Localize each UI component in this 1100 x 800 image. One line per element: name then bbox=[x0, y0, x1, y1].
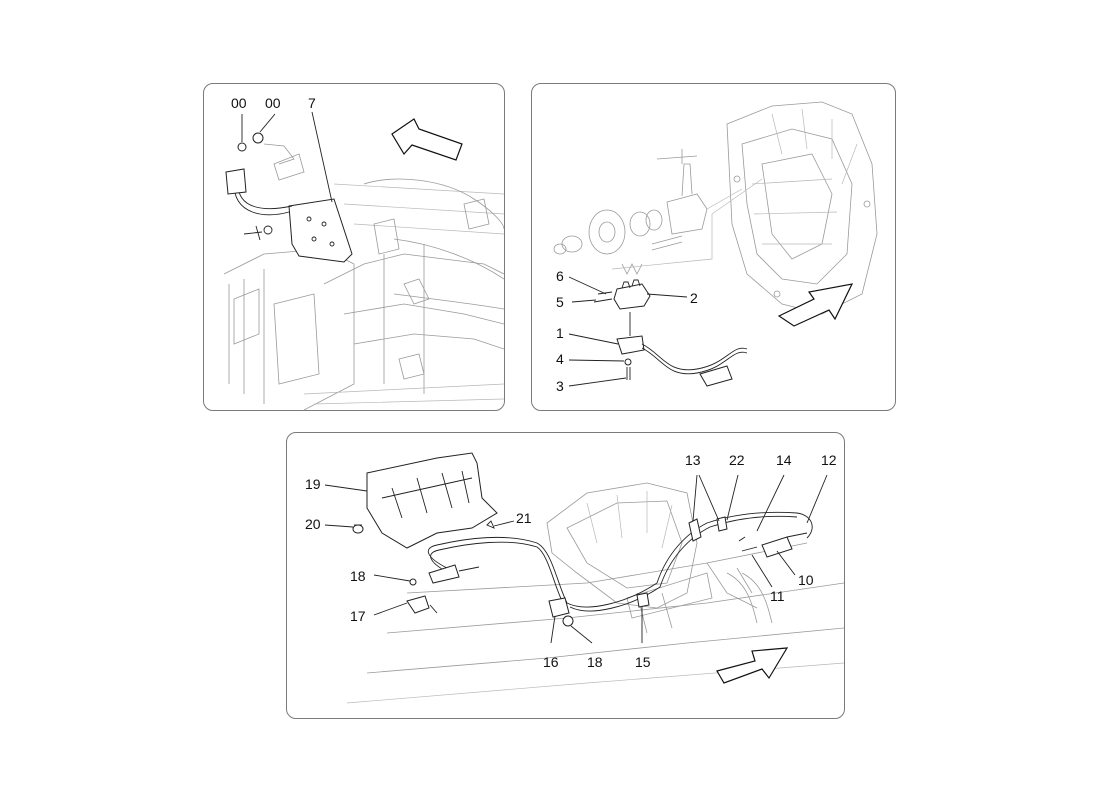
clutch-components-ghost bbox=[553, 149, 763, 275]
callout-17: 17 bbox=[350, 608, 366, 624]
cable-and-bracket-part bbox=[593, 291, 748, 387]
callout-14: 14 bbox=[776, 452, 792, 468]
direction-arrow-icon bbox=[716, 647, 789, 684]
sensor-part bbox=[613, 279, 651, 310]
sensor-bracket-part bbox=[225, 168, 353, 263]
callout-7: 7 bbox=[308, 95, 316, 111]
leader-lines bbox=[324, 474, 828, 644]
callout-16: 16 bbox=[543, 654, 559, 670]
fastener-parts bbox=[406, 536, 746, 627]
callout-4: 4 bbox=[556, 351, 564, 367]
panel-a-drawing bbox=[223, 111, 504, 410]
callout-21: 21 bbox=[516, 510, 532, 526]
sensor-cable-harness bbox=[427, 511, 813, 612]
callout-22: 22 bbox=[729, 452, 745, 468]
callout-18-right: 18 bbox=[587, 654, 603, 670]
heat-shield-part bbox=[366, 452, 498, 549]
callout-10: 10 bbox=[798, 572, 814, 588]
panel-c-drawing bbox=[324, 452, 844, 704]
engine-outline-ghost bbox=[223, 178, 504, 410]
direction-arrow-icon bbox=[391, 118, 463, 161]
callout-2: 2 bbox=[690, 290, 698, 306]
diagram-panel-top-right: 6 5 2 1 4 3 bbox=[531, 83, 896, 411]
bolt-part bbox=[486, 520, 495, 529]
callout-13: 13 bbox=[685, 452, 701, 468]
callout-5: 5 bbox=[556, 294, 564, 310]
callout-6: 6 bbox=[556, 268, 564, 284]
leader-lines bbox=[241, 111, 333, 203]
callout-18-left: 18 bbox=[350, 568, 366, 584]
callout-3: 3 bbox=[556, 378, 564, 394]
callout-20: 20 bbox=[305, 516, 321, 532]
diagram-panel-top-left: 00 00 7 bbox=[203, 83, 505, 411]
nut-part bbox=[352, 524, 364, 534]
callout-19: 19 bbox=[305, 476, 321, 492]
callout-11: 11 bbox=[770, 588, 785, 604]
panel-b-drawing bbox=[553, 101, 878, 387]
diagram-panel-bottom: 19 20 21 18 17 13 22 14 12 10 11 16 18 1… bbox=[286, 432, 845, 719]
direction-arrow-icon bbox=[777, 283, 854, 327]
callout-12: 12 bbox=[821, 452, 837, 468]
clip-parts bbox=[237, 132, 305, 181]
callout-15: 15 bbox=[635, 654, 651, 670]
leader-lines bbox=[568, 276, 688, 387]
gearbox-housing-ghost bbox=[726, 101, 878, 315]
callout-1: 1 bbox=[556, 325, 564, 341]
gearbox-chassis-ghost bbox=[346, 482, 844, 704]
callout-00-a: 00 bbox=[231, 95, 247, 111]
callout-00-b: 00 bbox=[265, 95, 281, 111]
